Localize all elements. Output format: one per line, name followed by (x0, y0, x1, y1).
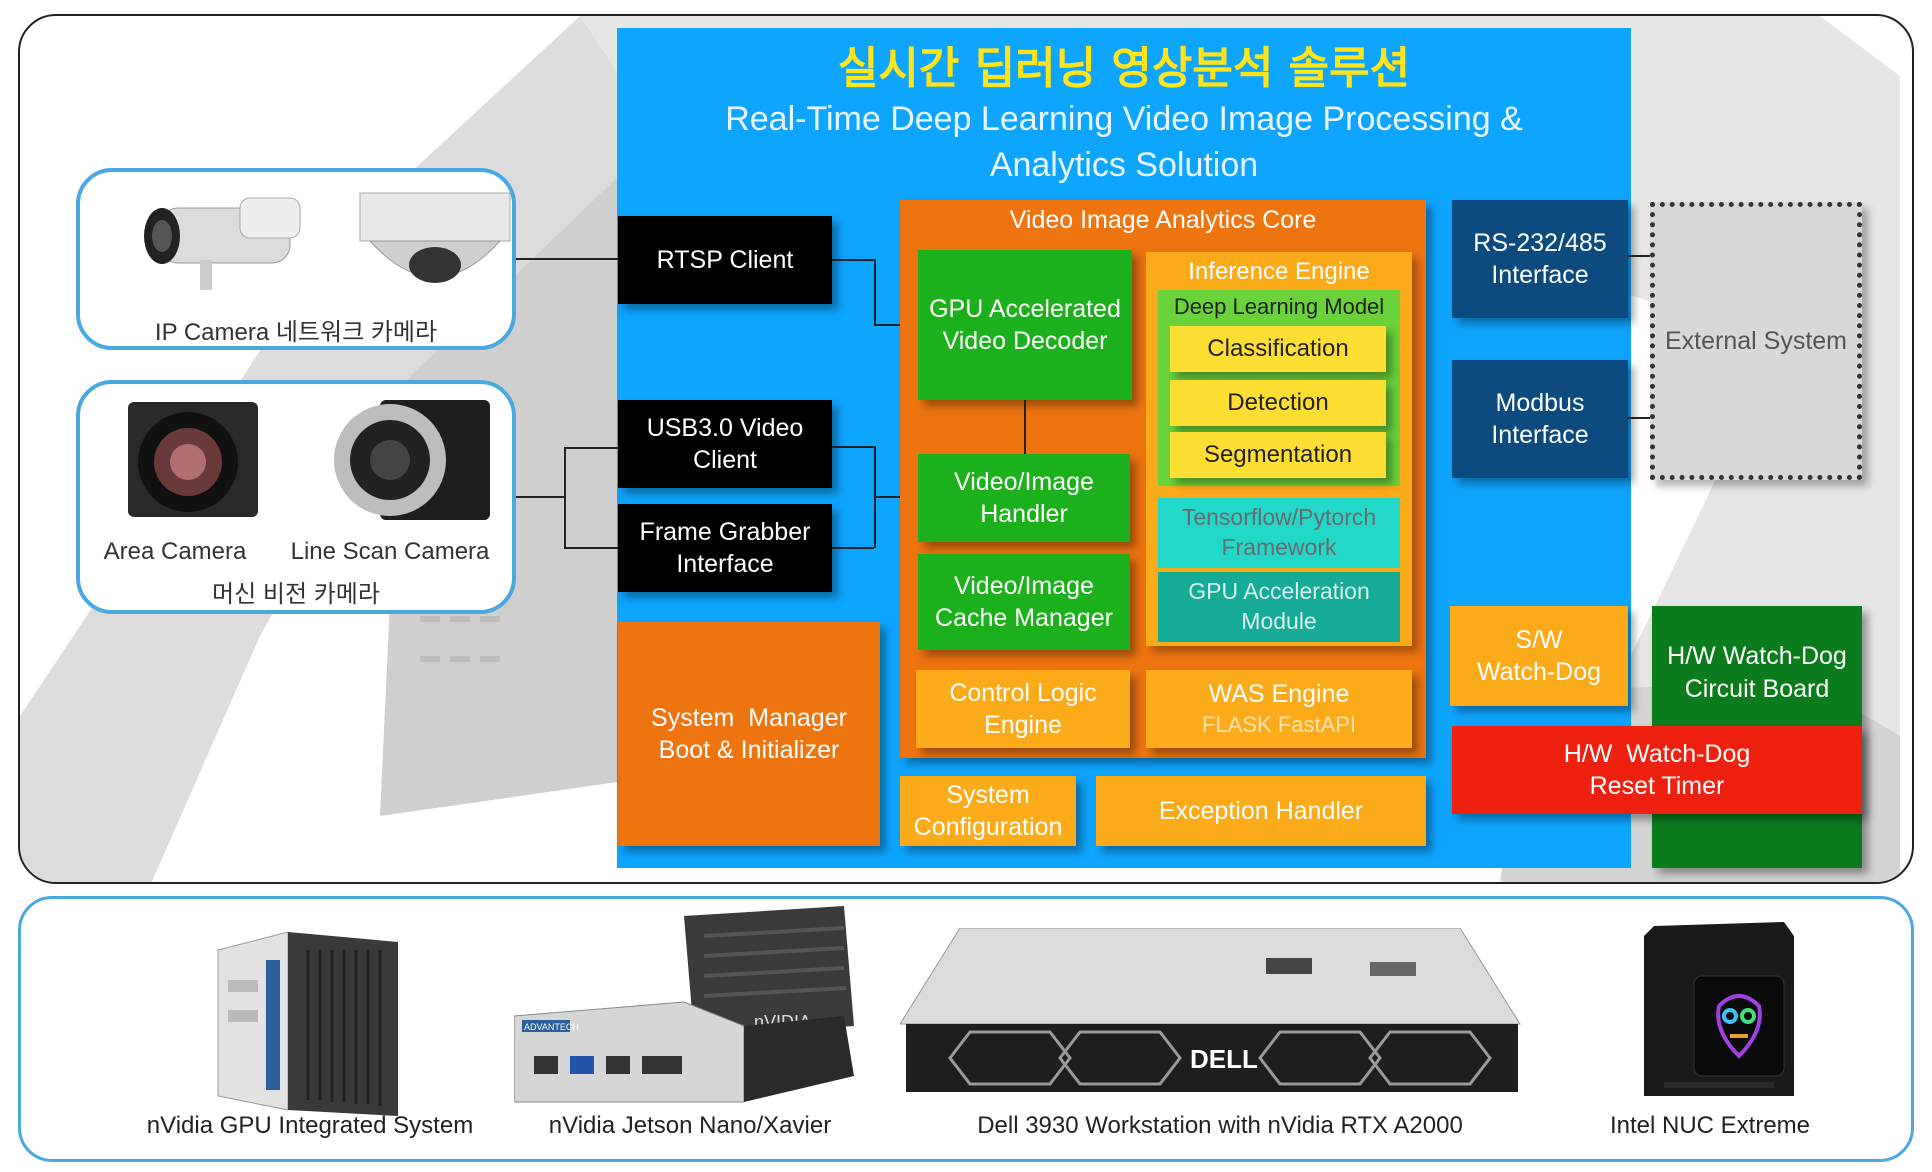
sysconf-line2: Configuration (913, 813, 1063, 841)
ip-camera-box: IP Camera 네트워크 카메라 (76, 168, 516, 350)
was-engine-block: WAS Engine FLASK FastAPI (1146, 670, 1412, 748)
control-line1: Control Logic (949, 678, 1097, 707)
segmentation-block: Segmentation (1170, 432, 1386, 478)
machine-vision-camera-icon (128, 400, 490, 520)
jetson-label: nVidia Jetson Nano/Xavier (548, 1112, 832, 1139)
hw-timer-line2: Reset Timer (1589, 772, 1725, 800)
sw-line1: S/W (1515, 625, 1563, 654)
intel-nuc-image (1644, 922, 1794, 1096)
detection-block: Detection (1170, 380, 1386, 426)
gpu-video-decoder-block: GPU Accelerated Video Decoder (918, 250, 1132, 400)
ip-camera-icon (144, 192, 511, 290)
detection-label: Detection (1227, 389, 1329, 417)
external-system-label: External System (1664, 326, 1847, 355)
was-line2: FLASK FastAPI (1201, 711, 1357, 737)
connector-mv-out (516, 496, 564, 498)
title-english-line2: Analytics Solution (989, 146, 1259, 184)
system-manager-line1: System Manager (651, 703, 847, 732)
decoder-line2: Video Decoder (942, 327, 1108, 355)
handler-line2: Handler (980, 500, 1068, 528)
area-camera-label: Area Camera (103, 538, 247, 565)
decoder-line1: GPU Accelerated (929, 294, 1121, 323)
system-configuration-block: System Configuration (900, 776, 1076, 846)
usb-line1: USB3.0 Video (646, 413, 804, 442)
rs232-485-interface-block: RS-232/485 Interface (1452, 200, 1628, 318)
connector-rtsp-out (832, 259, 874, 261)
framework-line1: Tensorflow/Pytorch (1181, 504, 1377, 531)
inference-engine-title: Inference Engine (1188, 258, 1370, 285)
connector-mv-fg (564, 547, 618, 549)
line-scan-camera-label: Line Scan Camera (290, 538, 490, 565)
gpu-system-label: nVidia GPU Integrated System (146, 1112, 474, 1139)
gpu-integrated-system-image (217, 931, 398, 1116)
machine-vision-label: 머신 비전 카메라 (212, 581, 380, 608)
modbus-line2: Interface (1491, 421, 1589, 449)
connector-mv-usb (564, 447, 618, 449)
connector-rtsp-down (874, 259, 876, 325)
cache-line2: Cache Manager (935, 604, 1113, 632)
control-logic-engine-block: Control Logic Engine (916, 670, 1130, 748)
rtsp-client-block: RTSP Client (618, 216, 832, 304)
ip-camera-label: IP Camera 네트워크 카메라 (154, 319, 438, 346)
hw-watchdog-reset-timer-block: H/W Watch-Dog Reset Timer (1452, 726, 1862, 814)
framework-block: Tensorflow/Pytorch Framework (1158, 498, 1400, 568)
connector-usb-out (832, 446, 874, 448)
title-korean: 실시간 딥러닝 영상분석 솔루션 (837, 43, 1411, 94)
sysconf-line1: System (946, 780, 1030, 809)
dell-logo: DELL (1190, 1044, 1258, 1074)
video-image-handler-block: Video/Image Handler (918, 454, 1130, 542)
rtsp-client-label: RTSP Client (656, 245, 794, 274)
was-line1: WAS Engine (1208, 680, 1350, 709)
external-system-block: External System (1650, 202, 1862, 480)
sw-watchdog-block: S/W Watch-Dog (1450, 606, 1628, 706)
connector-mv-vertical (564, 447, 566, 548)
jetson-image: nVIDIA ADVANTECH (514, 906, 854, 1103)
gpu-acceleration-module-block: GPU Acceleration Module (1158, 572, 1400, 642)
fg-line1: Frame Grabber (639, 517, 811, 546)
analytics-core-title: Video Image Analytics Core (1009, 206, 1317, 234)
exception-label: Exception Handler (1158, 796, 1364, 825)
segmentation-label: Segmentation (1203, 441, 1353, 469)
framework-line2: Framework (1221, 534, 1337, 560)
rs-line2: Interface (1491, 261, 1589, 289)
handler-line1: Video/Image (954, 467, 1094, 496)
hw-timer-line1: H/W Watch-Dog (1563, 739, 1751, 768)
classification-block: Classification (1170, 326, 1386, 372)
gpu-accel-line2: Module (1241, 608, 1317, 634)
cache-line1: Video/Image (954, 571, 1094, 600)
dell-label: Dell 3930 Workstation with nVidia RTX A2… (977, 1112, 1463, 1139)
hw-board-line2: Circuit Board (1684, 674, 1830, 703)
machine-vision-camera-box: Area Camera Line Scan Camera 머신 비전 카메라 (76, 380, 516, 614)
video-image-cache-manager-block: Video/Image Cache Manager (918, 554, 1130, 650)
connector-ip-rtsp (516, 258, 618, 260)
gpu-accel-line1: GPU Acceleration (1188, 578, 1370, 605)
advantech-logo: ADVANTECH (524, 1022, 579, 1032)
modbus-line1: Modbus (1495, 388, 1585, 417)
rs-line1: RS-232/485 (1473, 228, 1607, 257)
hw-board-line1: H/W Watch-Dog (1667, 642, 1847, 670)
usb-line2: Client (693, 446, 757, 474)
connector-rtsp-decoder (874, 324, 918, 326)
classification-label: Classification (1207, 335, 1349, 363)
nuc-label: Intel NUC Extreme (1609, 1112, 1811, 1139)
system-manager-block: System Manager Boot & Initializer (618, 622, 880, 846)
hw-board-label: H/W Watch-Dog Circuit Board (1652, 640, 1862, 705)
connector-to-handler (874, 496, 918, 498)
exception-handler-block: Exception Handler (1096, 776, 1426, 846)
deep-learning-model-label: Deep Learning Model (1173, 294, 1385, 319)
frame-grabber-block: Frame Grabber Interface (618, 504, 832, 592)
dell-workstation-image: DELL (900, 928, 1521, 1092)
connector-decoder-handler (1024, 400, 1026, 454)
modbus-interface-block: Modbus Interface (1452, 360, 1628, 478)
connector-fg-out (832, 547, 874, 549)
fg-line2: Interface (676, 550, 774, 578)
system-manager-line2: Boot & Initializer (658, 736, 840, 764)
title-english-line1: Real-Time Deep Learning Video Image Proc… (725, 100, 1523, 138)
sw-line2: Watch-Dog (1476, 658, 1602, 686)
usb-video-client-block: USB3.0 Video Client (618, 400, 832, 488)
control-line2: Engine (984, 711, 1062, 739)
